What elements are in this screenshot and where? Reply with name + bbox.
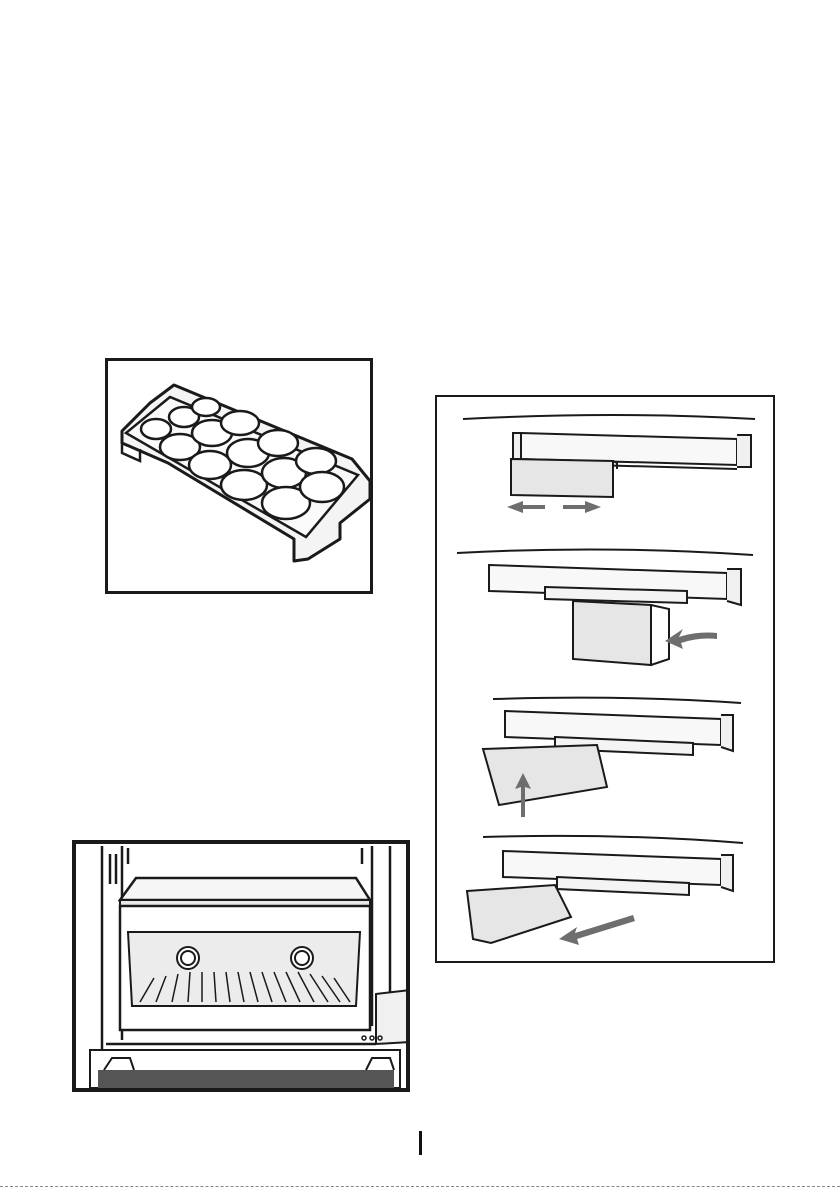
- curved-arrow-icon: [665, 629, 717, 649]
- page-number-marker: [419, 1131, 422, 1155]
- egg-tray-icon: [108, 361, 370, 591]
- left-arrow-icon: [507, 501, 545, 513]
- freezer-drawer-icon: [76, 844, 406, 1088]
- egg-tray-figure: [105, 358, 373, 594]
- freezer-compartment-figure: [72, 840, 410, 1092]
- door-shelf-icon: [437, 397, 773, 961]
- right-arrow-icon: [563, 501, 601, 513]
- page-trim-line: [0, 1186, 840, 1187]
- door-shelf-figure: [435, 395, 775, 963]
- down-left-arrow-icon: [559, 915, 635, 945]
